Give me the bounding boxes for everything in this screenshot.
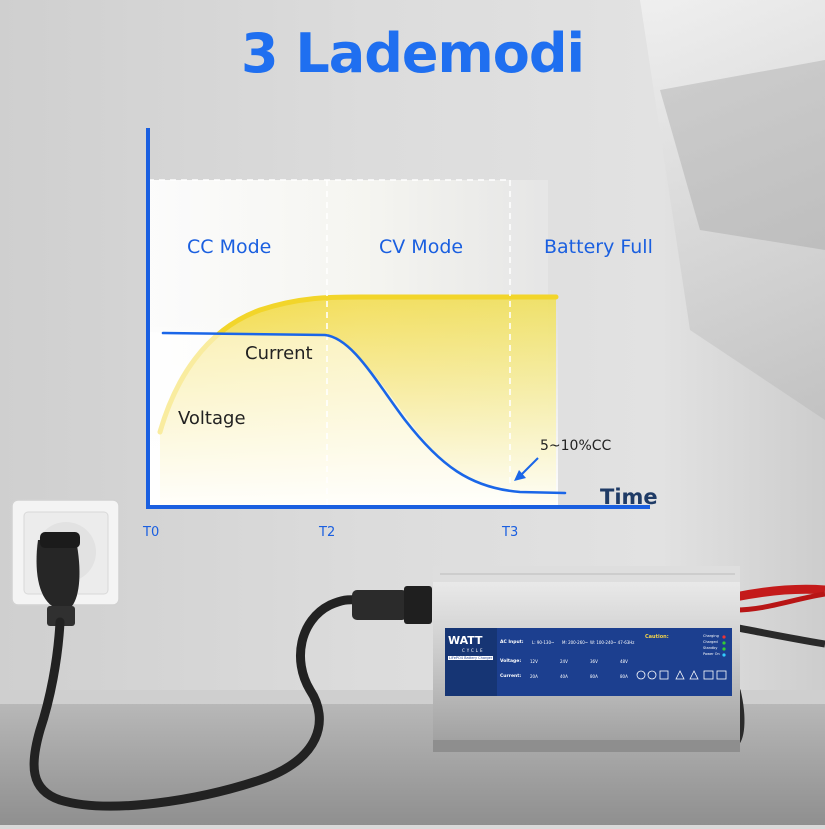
cv-mode-label: CV Mode	[379, 236, 464, 258]
caution-title: Caution:	[645, 634, 669, 640]
current-20a: 20A	[530, 674, 538, 679]
ac-input-m: M: 200-260~	[562, 640, 589, 645]
tail-current-label: 5~10%CC	[540, 438, 612, 454]
tick-t0: T0	[143, 525, 160, 540]
charger-product: LiFePO4 Battery Charger	[448, 656, 494, 660]
status-power-on: Power On	[703, 652, 720, 656]
voltage-label: Voltage	[178, 408, 246, 429]
ac-input-label: AC Input:	[500, 640, 524, 645]
time-axis-label: Time	[600, 485, 658, 509]
cc-mode-label: CC Mode	[187, 236, 272, 258]
current-40a: 40A	[560, 674, 568, 679]
status-standby: Standby	[703, 646, 718, 650]
charger-brand: WATT	[448, 634, 483, 647]
ac-input-w: W: 100-240~ 47-63Hz	[590, 640, 635, 645]
charger-sub-brand: CYCLE	[462, 648, 485, 653]
current-label: Current	[245, 343, 313, 364]
status-charging: Charging	[703, 634, 719, 638]
current-80a-1: 80A	[590, 674, 598, 679]
voltage-48v: 48V	[620, 659, 628, 664]
tick-t2: T2	[319, 525, 336, 540]
ac-input-l: L: 90-130~	[532, 640, 555, 645]
voltage-row-label: Voltage:	[500, 659, 522, 664]
voltage-12v: 12V	[530, 659, 538, 664]
status-charged: Charged	[703, 640, 718, 644]
battery-full-label: Battery Full	[544, 236, 653, 258]
current-80a-2: 80A	[620, 674, 628, 679]
voltage-36v: 36V	[590, 659, 598, 664]
headline: 3 Lademodi	[240, 22, 585, 85]
voltage-24v: 24V	[560, 659, 568, 664]
current-row-label: Current:	[500, 674, 522, 679]
tick-t3: T3	[502, 525, 519, 540]
